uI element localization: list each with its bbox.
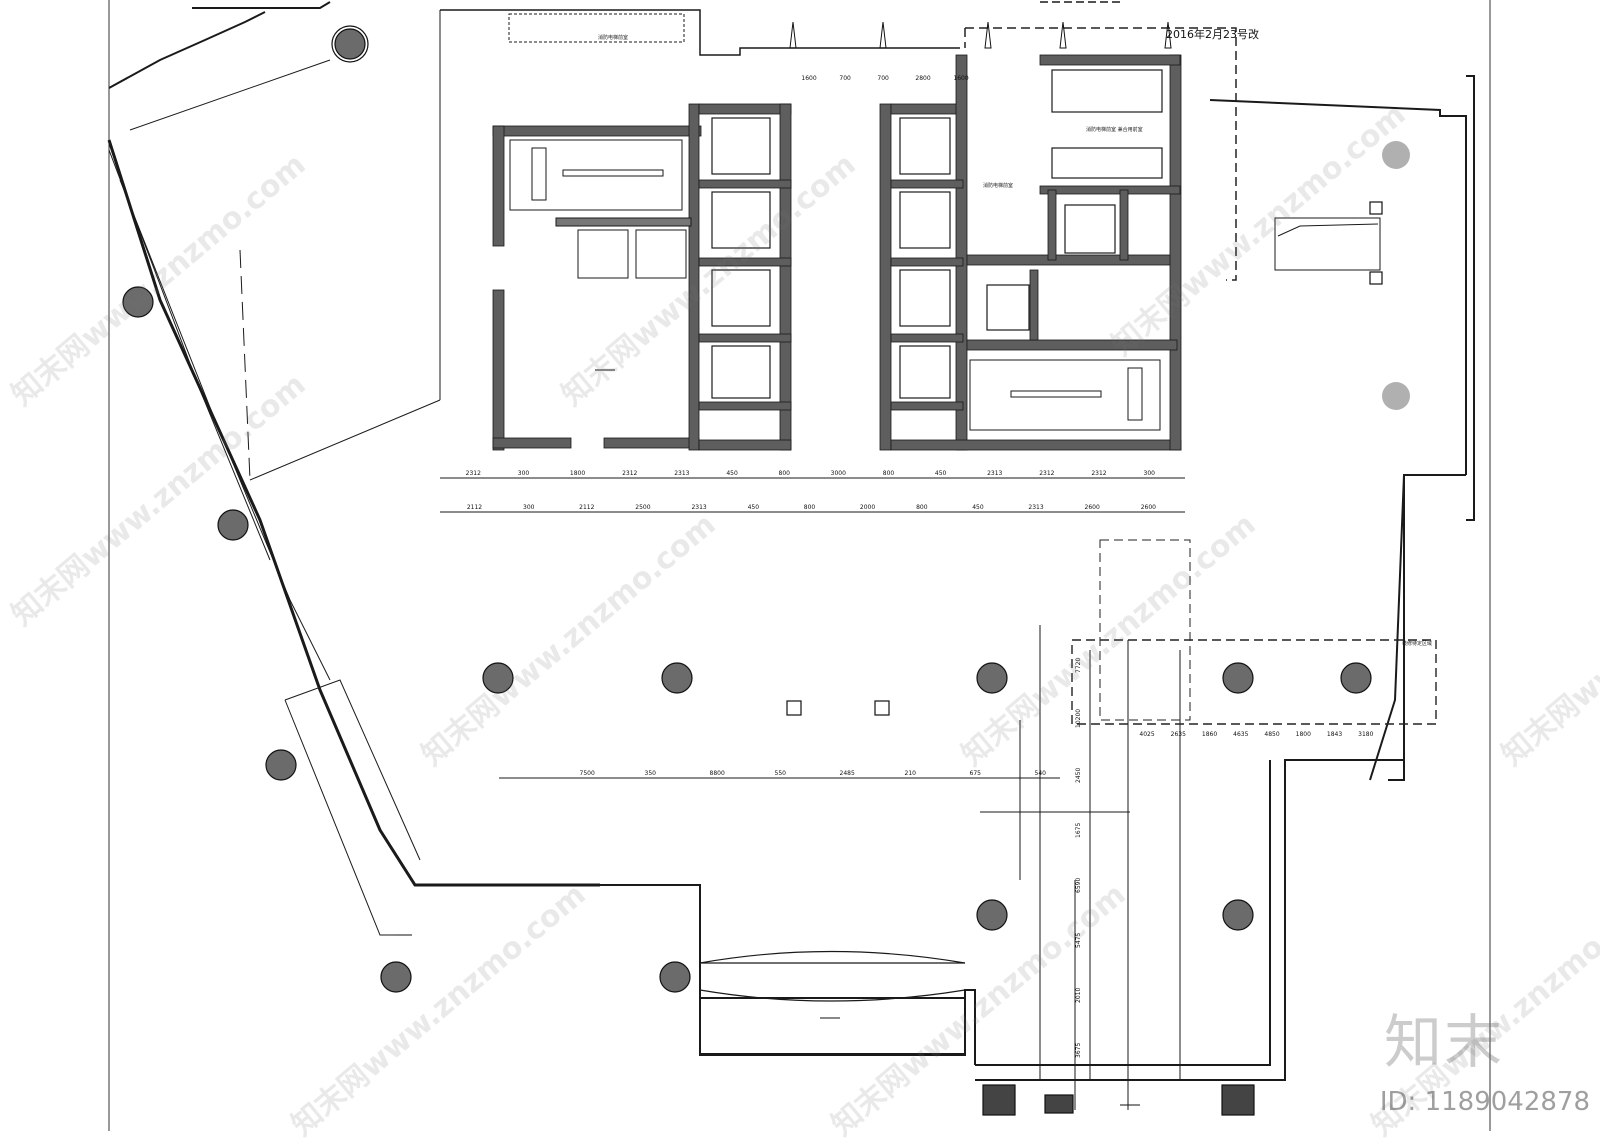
dimension-label: 300	[523, 504, 535, 511]
brand-logo: 知末	[1383, 1008, 1504, 1076]
dimension-label: 1800	[1296, 731, 1311, 738]
dimension-label: 2485	[840, 770, 855, 777]
room-label: 消防电梯前室	[598, 35, 629, 41]
dimension-label: 1843	[1327, 731, 1342, 738]
stairs-and-fixtures	[509, 139, 1381, 431]
dimension-label: 700	[877, 75, 889, 82]
east-curtain-wall	[1209, 75, 1475, 781]
north-perimeter	[440, 1, 1120, 56]
dimension-label: 2000	[860, 504, 875, 511]
dimension-label: 2800	[915, 75, 930, 82]
dimension-label: 2635	[1171, 731, 1186, 738]
column	[380, 961, 412, 993]
dimension-label: 2600	[1085, 504, 1100, 511]
dimension-label: 2312	[622, 470, 637, 477]
column	[976, 662, 1008, 694]
column	[659, 961, 691, 993]
dimension-chains	[440, 477, 1185, 1110]
column	[331, 25, 369, 63]
north-markers	[789, 21, 1172, 49]
dimension-label: 2312	[1091, 470, 1106, 477]
dimension-label: 2112	[579, 504, 594, 511]
elevator-cars	[711, 69, 1163, 399]
dimension-label: 8800	[710, 770, 725, 777]
dimension-label: 210	[905, 770, 917, 777]
column	[661, 662, 693, 694]
dimension-label: 1860	[1202, 731, 1217, 738]
dimension-label: 450	[972, 504, 984, 511]
column	[1382, 382, 1410, 410]
south-outline	[600, 650, 1404, 1081]
dimension-label: 2010	[1075, 988, 1082, 1003]
dimension-label: 350	[645, 770, 657, 777]
entrance-canopy	[699, 950, 966, 1002]
dimension-label: 4635	[1233, 731, 1248, 738]
dimension-label: 6590	[1075, 878, 1082, 893]
dimension-label: 2312	[466, 470, 481, 477]
room-label: 消防电梯前室	[983, 183, 1014, 189]
room-label: 装修待定区域	[1402, 641, 1433, 647]
right-dashed-bay	[1071, 539, 1437, 725]
dimension-label: 1600	[953, 75, 968, 82]
dimension-label: 2112	[467, 504, 482, 511]
dimension-label: 300	[518, 470, 530, 477]
column	[976, 899, 1008, 931]
dimension-label: 800	[883, 470, 895, 477]
dimension-label: 450	[935, 470, 947, 477]
dimension-label: 540	[1035, 770, 1047, 777]
level-markers	[395, 369, 1140, 1106]
column	[1222, 662, 1254, 694]
revision-cloud	[964, 27, 1237, 281]
dimension-label: 2450	[1075, 768, 1082, 783]
structural-columns	[122, 25, 1410, 993]
dimension-label: 10200	[1075, 709, 1082, 728]
dimension-label: 675	[970, 770, 982, 777]
west-curtain-wall	[107, 1, 600, 936]
column	[1382, 141, 1410, 169]
dimension-label: 3675	[1075, 1043, 1082, 1058]
dimension-label: 4025	[1139, 731, 1154, 738]
revision-note: 2016年2月23号改	[1166, 28, 1259, 41]
dimension-label: 1800	[570, 470, 585, 477]
dimension-label: 1600	[801, 75, 816, 82]
room-label: 消防电梯前室 兼合用前室	[1086, 127, 1143, 133]
column	[217, 509, 249, 541]
dimension-label: 4850	[1264, 731, 1279, 738]
column	[265, 749, 297, 781]
core-walls	[492, 54, 1182, 451]
dimension-label: 300	[1144, 470, 1156, 477]
dimension-label: 5475	[1075, 933, 1082, 948]
dimension-label: 2312	[1039, 470, 1054, 477]
dimension-label: 800	[916, 504, 928, 511]
dimension-label: 2600	[1141, 504, 1156, 511]
dimension-labels: 1600 700 700 2800 1600 2312 300 1800 2312 2313 450…	[466, 75, 1374, 1058]
image-id-label: ID: 1189042878	[1379, 1087, 1590, 1117]
column	[122, 286, 154, 318]
column	[482, 662, 514, 694]
column	[334, 28, 366, 60]
dimension-label: 800	[804, 504, 816, 511]
dimension-label: 800	[779, 470, 791, 477]
dimension-label: 7720	[1075, 658, 1082, 673]
dimension-label: 3000	[831, 470, 846, 477]
dimension-label: 2313	[987, 470, 1002, 477]
dimension-label: 550	[775, 770, 787, 777]
dimension-label: 1675	[1075, 823, 1082, 838]
dimension-label: 3180	[1358, 731, 1373, 738]
dimension-label: 2313	[674, 470, 689, 477]
column	[1340, 662, 1372, 694]
dimension-label: 2500	[635, 504, 650, 511]
dimension-label: 700	[839, 75, 851, 82]
dimension-label: 7500	[580, 770, 595, 777]
dimension-label: 450	[748, 504, 760, 511]
square-piers	[786, 201, 1383, 1116]
dimension-label: 450	[726, 470, 738, 477]
dimension-label: 2313	[691, 504, 706, 511]
dimension-label: 2313	[1028, 504, 1043, 511]
column	[1222, 899, 1254, 931]
